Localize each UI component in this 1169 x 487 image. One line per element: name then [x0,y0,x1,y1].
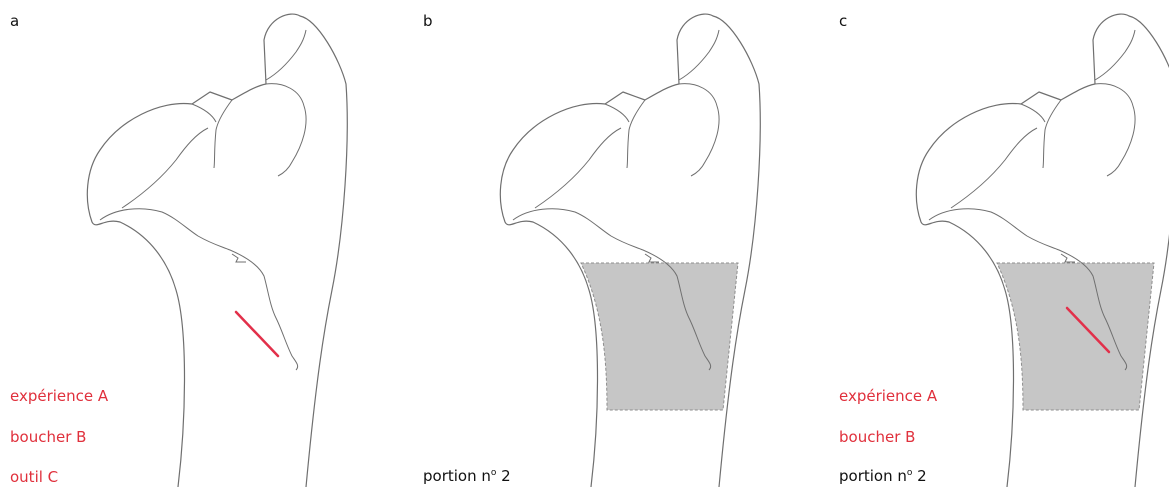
bone-outline [87,14,347,487]
cut-mark [236,312,278,356]
label-portion: portion no 2 [839,467,927,485]
bone-outline [500,14,760,487]
label-portion: portion no 2 [423,467,511,485]
label-butcher: boucher B [10,428,86,446]
label-butcher: boucher B [839,428,915,446]
panel-b: b portion no 2 [413,0,813,487]
panel-a: a expérience A boucher B outil C [0,0,400,487]
label-tool: outil C [10,468,58,486]
bone-diagram [413,0,813,487]
label-experience: expérience A [839,387,937,405]
bone-outline [916,14,1169,487]
shaded-portion [997,263,1154,410]
bone-diagram [0,0,400,487]
label-experience: expérience A [10,387,108,405]
bone-diagram [829,0,1169,487]
shaded-portion [581,263,738,410]
panel-c: c expérience A boucher B portion no 2 [829,0,1169,487]
